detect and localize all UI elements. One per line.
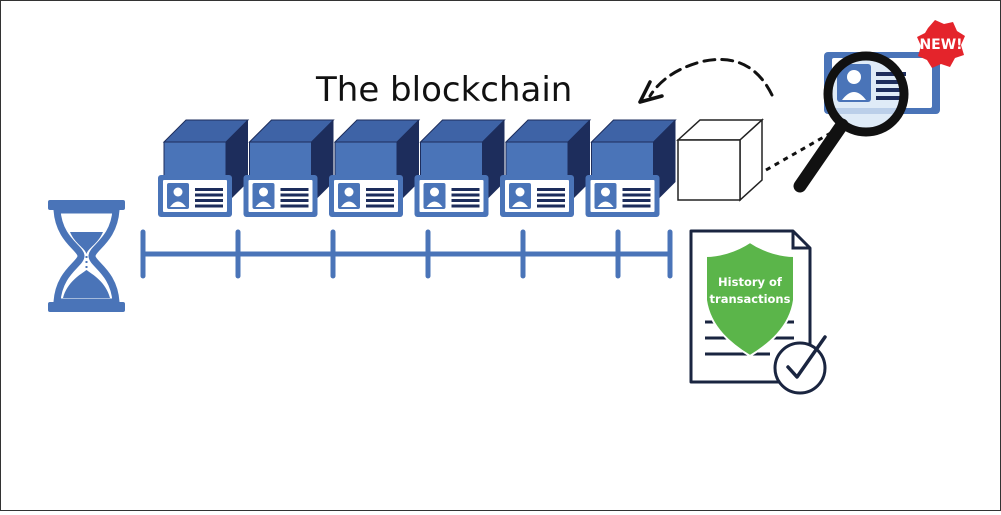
curved-arrow-icon xyxy=(638,57,774,104)
connector-dotted-line xyxy=(765,128,837,172)
loupe-ring xyxy=(823,51,909,137)
new-block xyxy=(676,118,764,202)
shield-line-1: History of xyxy=(718,275,783,289)
magnifier-icon xyxy=(793,51,940,193)
shield-icon: History of transactions xyxy=(705,240,795,358)
new-badge: NEW! xyxy=(917,20,965,68)
hourglass-icon xyxy=(48,200,125,312)
id-card-icon xyxy=(585,175,660,217)
chain-block xyxy=(590,119,677,204)
block-chain-row xyxy=(158,119,677,217)
timeline xyxy=(140,229,673,279)
loupe-handle xyxy=(793,118,849,193)
id-card-icon xyxy=(243,175,318,217)
id-card-icon xyxy=(414,175,489,217)
new-badge-label: NEW! xyxy=(919,37,962,53)
id-card-icon xyxy=(158,175,232,217)
id-card-icon xyxy=(500,175,574,217)
diagram-title: The blockchain xyxy=(315,70,572,110)
shield-line-2: transactions xyxy=(710,292,791,306)
id-card-icon xyxy=(329,175,403,217)
checkmark-icon xyxy=(773,335,827,395)
